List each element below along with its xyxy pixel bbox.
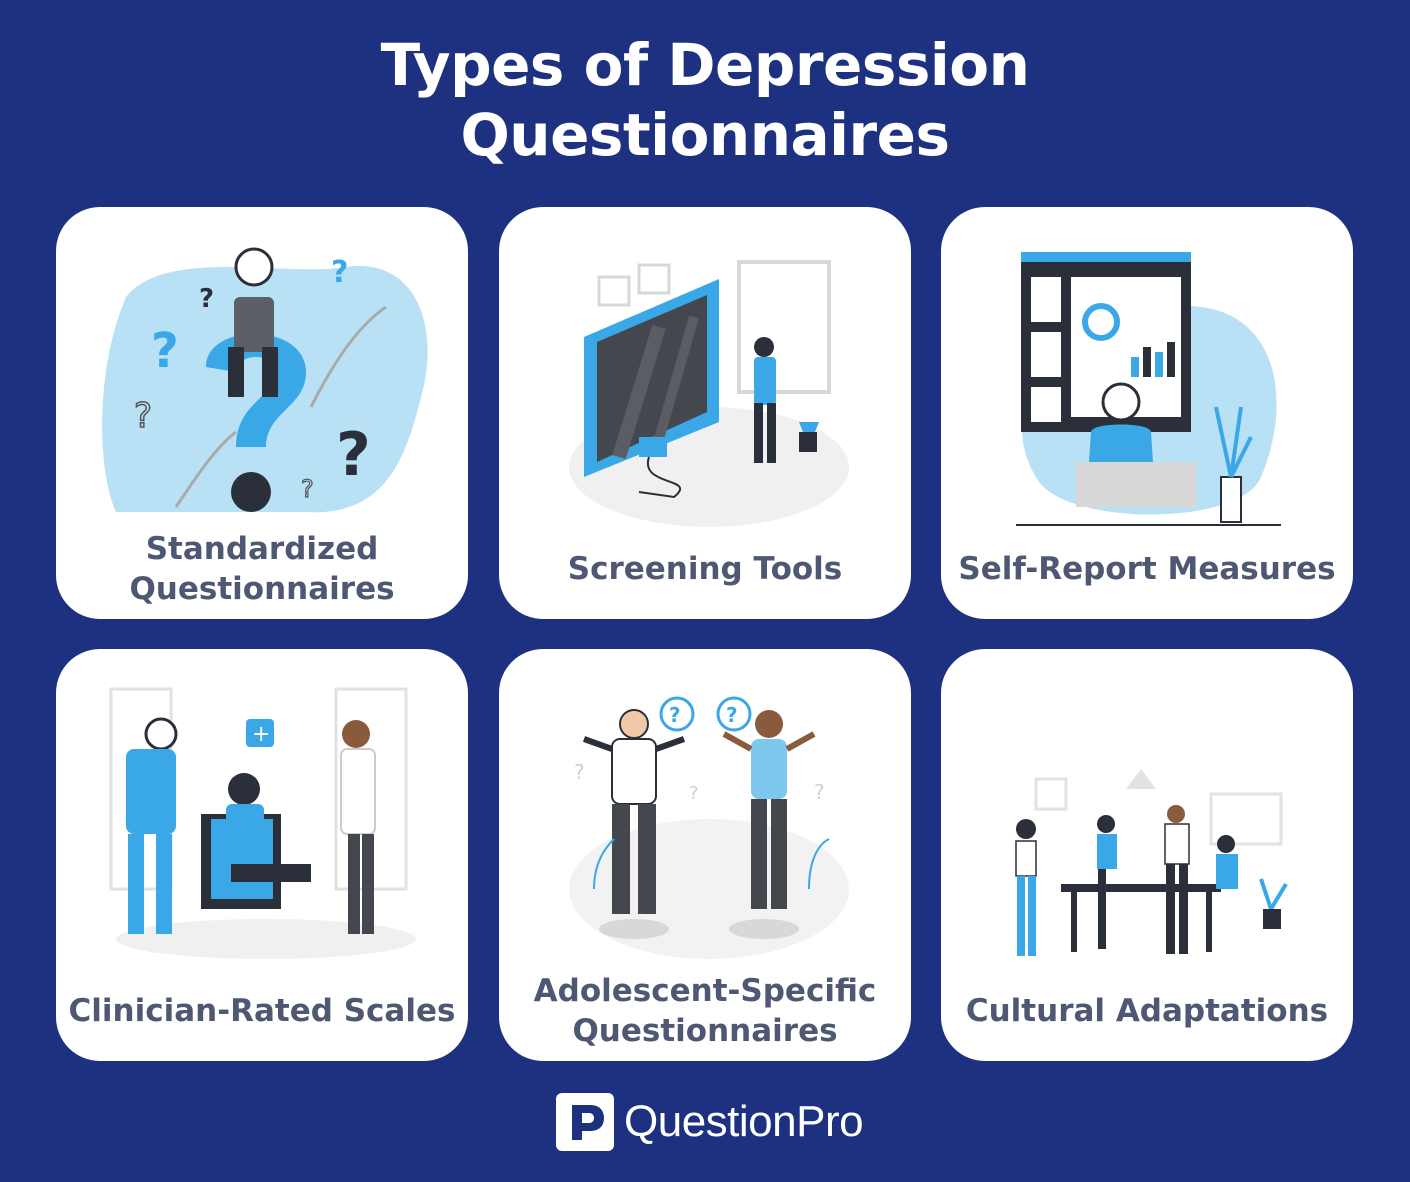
svg-text:?: ? [134,396,152,436]
title-line-2: Questionnaires [460,101,950,169]
card-screening-tools[interactable]: Screening Tools [499,207,911,619]
card-label: Screening Tools [567,551,843,587]
card-label: Adolescent-Specific Questionnaires [533,973,877,1049]
brand-name: QuestionPro [624,1097,864,1146]
card-adolescent-specific-questionnaires[interactable]: ? ? ? ? ? Adolescent-Specific Questionna… [499,649,911,1061]
page-title: Types of Depression Questionnaires [0,30,1410,170]
svg-text:?: ? [331,255,348,290]
svg-text:?: ? [199,284,214,314]
card-self-report-measures[interactable]: Self-Report Measures [941,207,1353,619]
svg-text:?: ? [726,703,738,727]
card-standardized-questionnaires[interactable]: ? ? ? ? ? ? Standardized Questionnaires [56,207,468,619]
card-label: Self-Report Measures [958,551,1336,587]
title-line-1: Types of Depression [380,31,1030,99]
card-label: Standardized Questionnaires [129,531,395,607]
team-meeting-illustration [1015,769,1288,956]
card-label: Clinician-Rated Scales [68,993,456,1029]
monitor-screening-illustration [569,260,849,527]
card-label: Cultural Adaptations [965,993,1329,1029]
svg-text:?: ? [574,760,585,784]
svg-text:?: ? [689,783,699,804]
dashboard-report-illustration [1016,252,1281,526]
svg-text:+: + [252,722,270,747]
doctor-patient-illustration: + [109,687,416,959]
teenagers-confused-illustration: ? ? ? ? ? [569,696,849,959]
questionpro-logo: QuestionPro [556,1092,864,1152]
svg-text:?: ? [669,703,681,727]
svg-text:?: ? [814,780,825,804]
svg-text:?: ? [151,323,179,379]
questionpro-logo-icon [556,1093,614,1151]
card-cultural-adaptations[interactable]: Cultural Adaptations [941,649,1353,1061]
svg-text:?: ? [336,420,371,490]
svg-text:?: ? [301,475,314,503]
card-clinician-rated-scales[interactable]: + Clinician-Rated Scales [56,649,468,1061]
question-marks-illustration: ? ? ? ? ? ? [102,247,428,513]
